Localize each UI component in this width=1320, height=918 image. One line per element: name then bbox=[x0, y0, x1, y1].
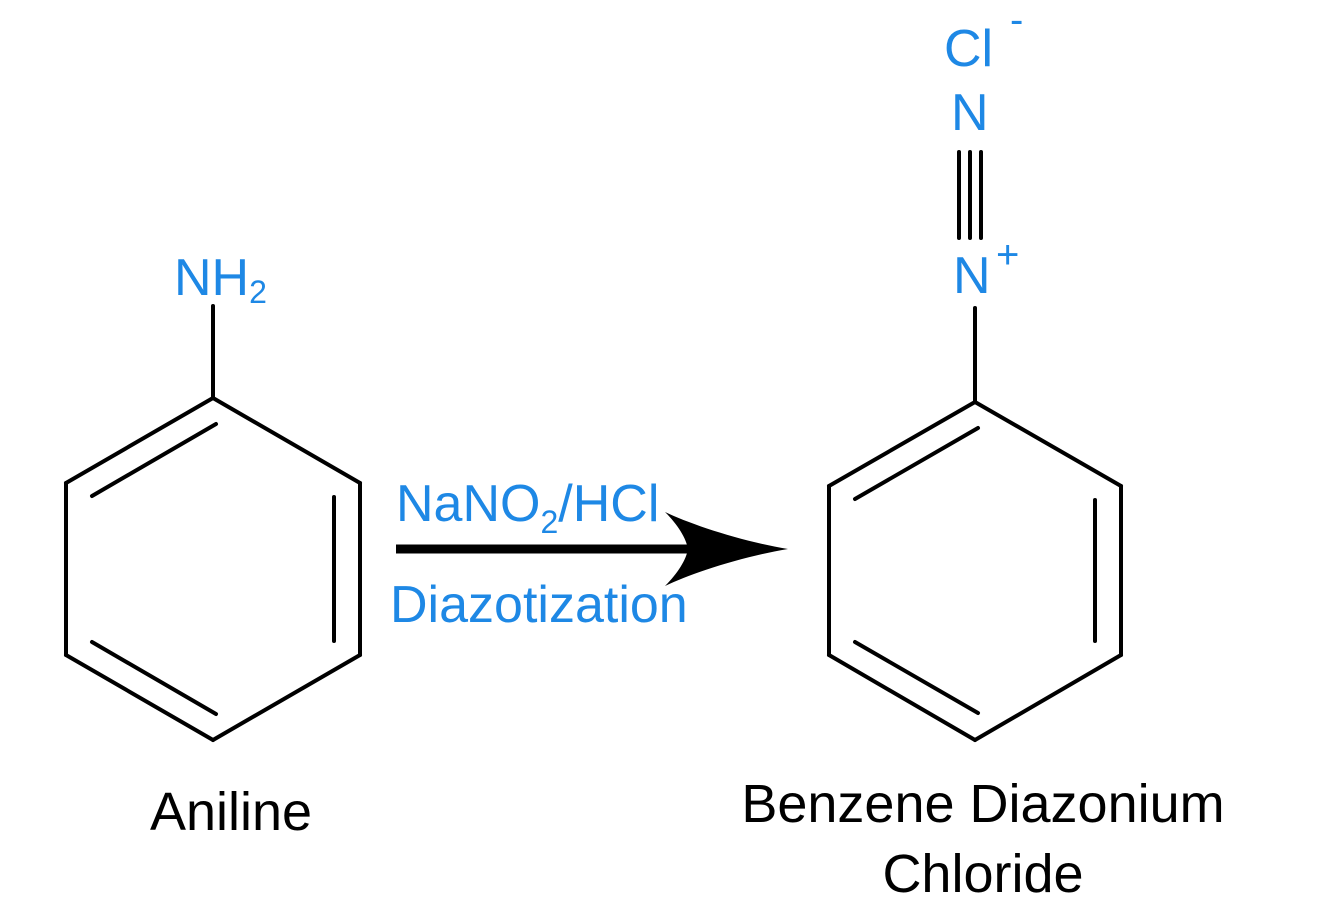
reaction-condition-label: Diazotization bbox=[390, 576, 688, 634]
reactant-name: Aniline bbox=[150, 782, 312, 842]
n-n-triple-bond bbox=[957, 150, 983, 240]
amino-group-symbol: NH bbox=[174, 249, 249, 307]
product-ring-bond bbox=[973, 653, 1123, 742]
amino-group-label: NH2 bbox=[174, 249, 267, 310]
attached-nitrogen-label: N bbox=[953, 247, 991, 305]
product-ring-bond bbox=[973, 400, 1123, 488]
aniline-structure: NH2 bbox=[64, 249, 362, 742]
reaction-arrow-group: NaNO2/HCl Diazotization bbox=[390, 475, 788, 634]
reaction-arrow-head bbox=[665, 512, 788, 586]
aniline-ring-bond bbox=[211, 396, 362, 485]
diazonium-positive-charge: + bbox=[996, 233, 1019, 277]
product-benzene-ring bbox=[827, 400, 1123, 742]
amino-group-subscript: 2 bbox=[249, 274, 267, 310]
reagent-label: NaNO2/HCl bbox=[396, 475, 659, 540]
aniline-ring-bond bbox=[64, 653, 215, 742]
product-ring-inner-double-bond bbox=[853, 426, 980, 501]
aniline-ring-bond bbox=[211, 653, 362, 742]
product-name-line1: Benzene Diazonium bbox=[741, 774, 1224, 834]
product-ring-inner-double-bond bbox=[853, 640, 980, 715]
aniline-ring-inner-double-bond bbox=[90, 640, 218, 716]
chloride-negative-charge: - bbox=[1010, 0, 1023, 42]
attached-nitrogen-symbol: N bbox=[953, 247, 991, 305]
diazonium-structure: N + N Cl - bbox=[827, 0, 1123, 742]
chloride-ion-label: Cl bbox=[944, 20, 993, 78]
terminal-nitrogen-label: N bbox=[951, 84, 989, 142]
reagent-formula-subscript: 2 bbox=[540, 504, 558, 540]
product-name-line2: Chloride bbox=[882, 844, 1083, 904]
reagent-formula-main: NaNO bbox=[396, 475, 540, 533]
aniline-ring-inner-double-bond bbox=[90, 422, 218, 498]
product-ring-bond bbox=[827, 400, 977, 488]
product-ring-bond bbox=[827, 653, 977, 742]
aniline-benzene-ring bbox=[64, 396, 362, 742]
aniline-ring-bond bbox=[64, 396, 215, 485]
reagent-formula-tail: /HCl bbox=[558, 475, 659, 533]
